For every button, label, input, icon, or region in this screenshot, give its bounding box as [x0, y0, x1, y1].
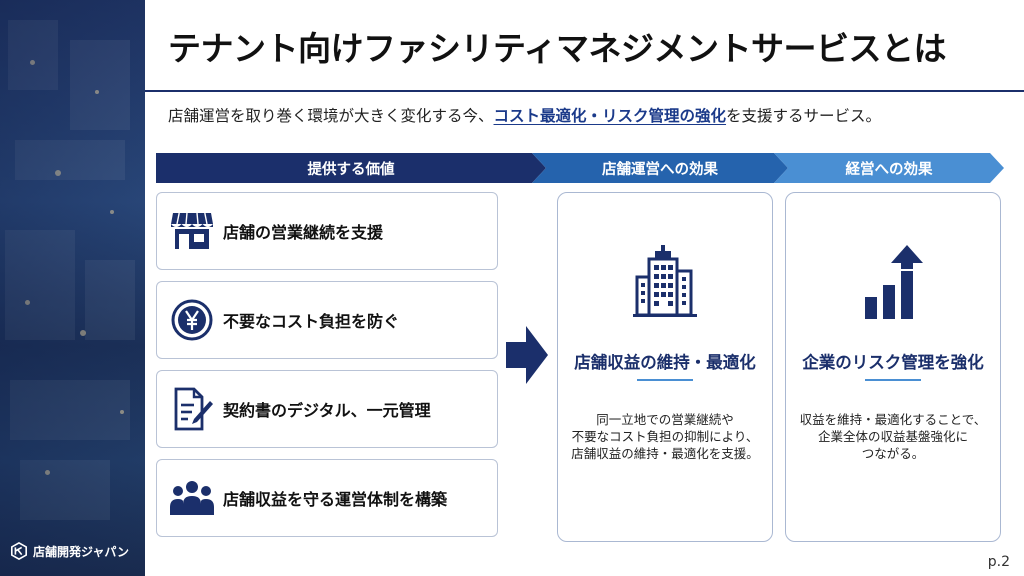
brand-logo-icon [10, 542, 28, 560]
effect-desc-line: 収益を維持・最適化することで、 [799, 412, 987, 427]
effect-title-underline [637, 379, 693, 381]
effect-desc-line: 同一立地での営業継続や [596, 412, 734, 427]
subtitle-highlight: コスト最適化・リスク管理の強化 [493, 107, 727, 125]
effect-title: 店舗収益の維持・最適化 [574, 353, 756, 372]
page-title: テナント向けファシリティマネジメントサービスとは [168, 29, 947, 68]
document-pen-icon [169, 386, 215, 432]
flow-arrow-icon [506, 326, 548, 384]
page-subtitle: 店舗運営を取り巻く環境が大きく変化する今、コスト最適化・リスク管理の強化を支援す… [168, 104, 881, 126]
value-label: 店舗収益を守る運営体制を構築 [223, 490, 448, 509]
value-label: 店舗の営業継続を支援 [223, 223, 384, 242]
sidebar-photo: 店舗開発ジャパン [0, 0, 145, 576]
subtitle-lead: 店舗運営を取り巻く環境が大きく変化する今、 [168, 107, 494, 125]
effect-desc-line: 企業全体の収益基盤強化に [817, 429, 968, 444]
effect-title-underline [865, 379, 921, 381]
title-divider [145, 90, 1024, 92]
header-business-effect: 経営への効果 [774, 153, 1004, 183]
brand-name: 店舗開発ジャパン [33, 544, 130, 559]
effect-desc-line: つながる。 [861, 446, 925, 461]
effect-description: 収益を維持・最適化することで、 企業全体の収益基盤強化に つながる。 [786, 411, 1000, 462]
header-value: 提供する価値 [156, 153, 546, 183]
effect-desc-line: 不要なコスト負担の抑制により、 [571, 429, 759, 444]
effect-description: 同一立地での営業継続や 不要なコスト負担の抑制により、 店舗収益の維持・最適化を… [558, 411, 772, 462]
value-card-contract: 契約書のデジタル、一元管理 [156, 370, 498, 448]
effect-card-store: 店舗収益の維持・最適化 同一立地での営業継続や 不要なコスト負担の抑制により、 … [557, 192, 773, 542]
effect-title: 企業のリスク管理を強化 [802, 353, 984, 372]
growth-chart-icon [786, 245, 1000, 325]
effect-card-business: 企業のリスク管理を強化 収益を維持・最適化することで、 企業全体の収益基盤強化に… [785, 192, 1001, 542]
subtitle-tail: を支援するサービス。 [726, 107, 882, 125]
effect-desc-line: 店舗収益の維持・最適化を支援。 [571, 446, 759, 461]
brand-logo: 店舗開発ジャパン [10, 542, 129, 560]
page-number: p.2 [987, 554, 1010, 570]
storefront-icon [169, 208, 215, 254]
yen-coin-icon [169, 297, 215, 343]
value-card-operations: 店舗収益を守る運営体制を構築 [156, 459, 498, 537]
team-people-icon [169, 475, 215, 521]
value-card-store-continuity: 店舗の営業継続を支援 [156, 192, 498, 270]
value-card-cost: 不要なコスト負担を防ぐ [156, 281, 498, 359]
value-label: 契約書のデジタル、一元管理 [223, 401, 431, 420]
value-label: 不要なコスト負担を防ぐ [223, 312, 400, 331]
building-icon [558, 245, 772, 325]
header-store-effect: 店舗運営への効果 [532, 153, 788, 183]
